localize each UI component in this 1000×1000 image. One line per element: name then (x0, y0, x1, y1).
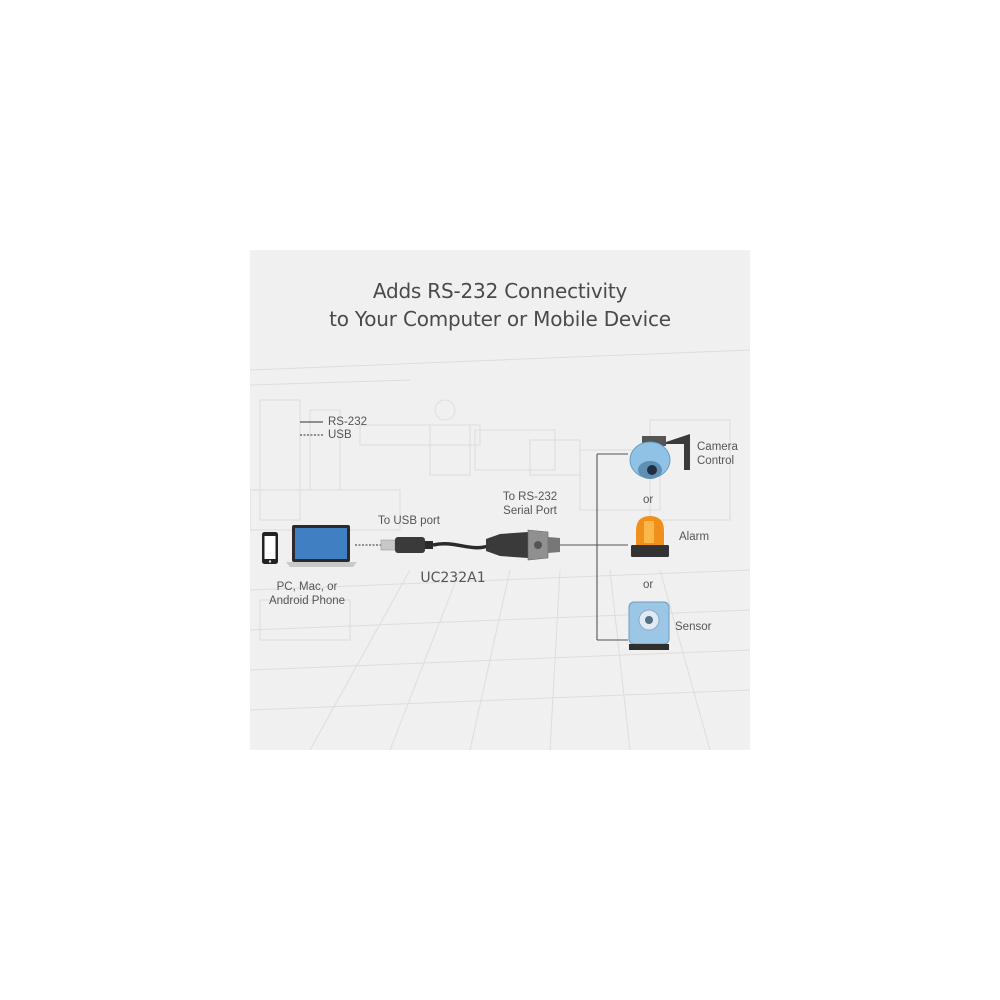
source-line-1: PC, Mac, or (276, 581, 338, 593)
to-rs232-line-1: To RS-232 (502, 491, 558, 503)
or-separator-2: or (643, 579, 654, 591)
camera-icon (629, 434, 690, 479)
source-line-2: Android Phone (268, 595, 346, 607)
laptop-icon (286, 525, 357, 567)
db9-connector-icon (486, 529, 560, 561)
legend-rs232-label: RS-232 (328, 416, 367, 428)
title-line-2: to Your Computer or Mobile Device (329, 307, 671, 331)
diagram-title: Adds RS-232 Connectivity to Your Compute… (0, 277, 1000, 333)
diagram-panel (250, 250, 750, 750)
sensor-icon (628, 601, 670, 650)
usb-connector-icon (380, 537, 433, 553)
camera-line-2: Control (697, 455, 735, 467)
to-rs232-label: To RS-232 Serial Port (492, 490, 568, 518)
or-separator-1: or (643, 494, 654, 506)
phone-icon (262, 532, 278, 564)
camera-control-label: Camera Control (697, 440, 738, 468)
to-usb-port-label: To USB port (378, 515, 440, 527)
alarm-label: Alarm (679, 531, 710, 543)
adapter-cable (432, 542, 489, 550)
background-room-sketch (250, 349, 750, 750)
title-line-1: Adds RS-232 Connectivity (372, 279, 628, 303)
source-devices-label: PC, Mac, or Android Phone (262, 580, 352, 608)
rs232-connection-lines (560, 453, 628, 641)
to-rs232-line-2: Serial Port (503, 505, 557, 517)
sensor-label: Sensor (675, 621, 712, 633)
alarm-icon (631, 516, 669, 557)
legend-usb-label: USB (328, 429, 352, 441)
model-label: UC232A1 (420, 570, 486, 586)
camera-line-1: Camera (697, 441, 738, 453)
